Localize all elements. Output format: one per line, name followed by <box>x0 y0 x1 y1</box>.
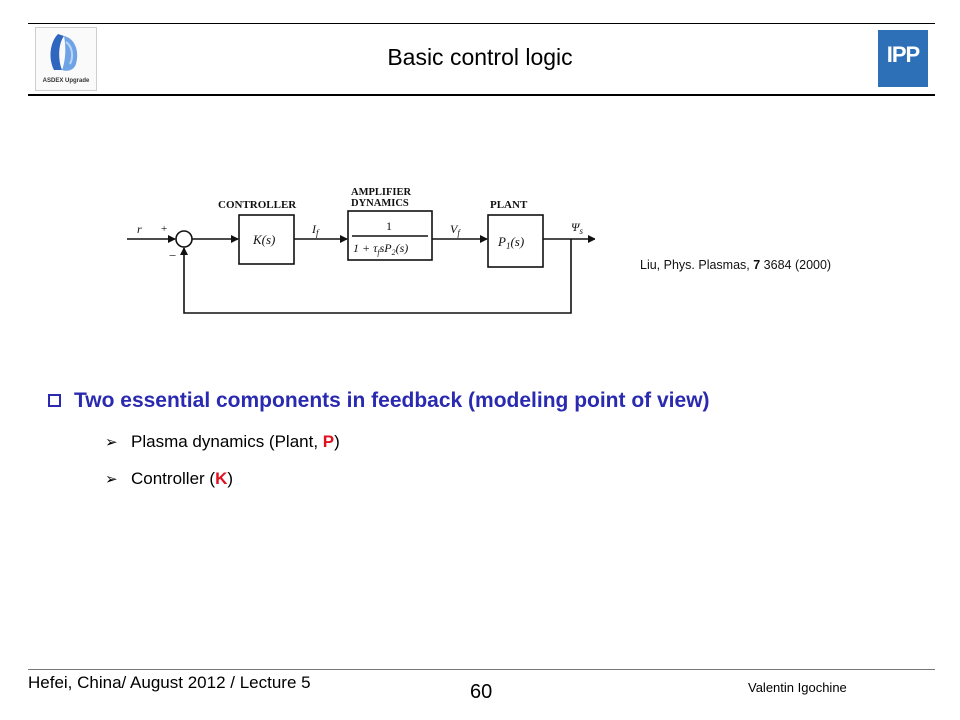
logo-text: ASDEX Upgrade <box>42 78 90 84</box>
asdex-upgrade-logo: ASDEX Upgrade <box>35 27 97 91</box>
arrow-bullet-icon: ➢ <box>105 471 118 488</box>
summing-junction <box>175 230 193 248</box>
header-bottom-rule <box>28 94 935 96</box>
section-heading: Two essential components in feedback (mo… <box>48 389 710 413</box>
plant-label: PLANT <box>490 199 528 211</box>
plant-transfer-function: P1(s) <box>497 234 524 251</box>
amplifier-numerator: 1 <box>386 219 392 233</box>
ipp-logo: IPP <box>878 30 928 87</box>
amplifier-block <box>347 210 433 261</box>
voltage-signal-label: Vf <box>450 222 461 238</box>
header-top-rule <box>28 23 935 24</box>
current-signal-label: If <box>311 222 320 238</box>
footer-rule <box>28 669 935 670</box>
square-bullet-icon <box>48 394 61 407</box>
minus-sign: − <box>169 248 176 263</box>
controller-label: CONTROLLER <box>218 199 297 211</box>
page-number: 60 <box>470 681 493 703</box>
citation: Liu, Phys. Plasmas, 7 3684 (2000) <box>640 258 832 272</box>
slide-title: Basic control logic <box>387 44 573 70</box>
list-item-controller: ➢Controller (K) <box>105 469 234 488</box>
amplifier-denominator: 1 + τfsP2(s) <box>353 241 408 257</box>
footer-event: Hefei, China/ August 2012 / Lecture 5 <box>28 673 311 692</box>
plant-block <box>487 214 544 268</box>
asdex-vessel-icon <box>50 34 78 71</box>
input-signal-label: r <box>137 222 142 236</box>
output-signal-label: Ψs <box>571 220 583 236</box>
feedback-loop-line <box>180 239 572 314</box>
arrow-bullet-icon: ➢ <box>105 434 118 451</box>
controller-transfer-function: K(s) <box>252 232 275 247</box>
feedback-block-diagram: CONTROLLER AMPLIFIER DYNAMICS PLANT r + … <box>127 187 595 314</box>
list-item-plasma-dynamics: ➢Plasma dynamics (Plant, P) <box>105 432 340 451</box>
ipp-logo-text: IPP <box>886 42 920 67</box>
footer-author: Valentin Igochine <box>748 680 847 695</box>
plus-sign: + <box>161 223 167 235</box>
amplifier-label-1: AMPLIFIER <box>351 187 412 198</box>
amplifier-label-2: DYNAMICS <box>351 198 409 209</box>
